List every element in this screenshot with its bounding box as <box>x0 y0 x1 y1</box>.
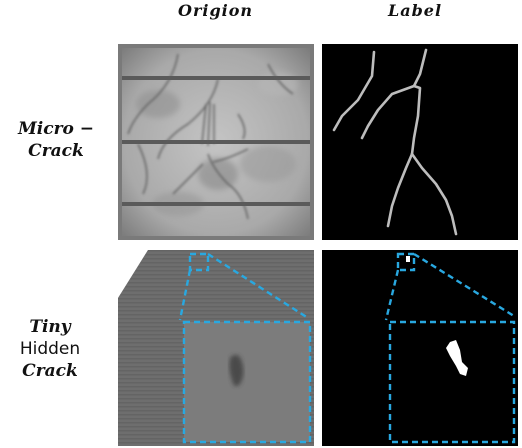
row-label-tiny-hidden-crack: Tiny Hidden Crack <box>0 316 100 382</box>
label-micro-crack-mask <box>322 44 518 240</box>
row-label-tiny-hidden-line3: Crack <box>22 361 78 381</box>
column-header-label: Label <box>388 1 443 20</box>
row-label-micro-crack: Micro − Crack <box>0 118 112 162</box>
column-header-origin: Origion <box>178 1 254 20</box>
origin-tiny-hidden-crack-image <box>118 250 314 446</box>
label-tiny-hidden-crack-mask <box>322 250 518 446</box>
row-label-tiny-hidden-line2: Hidden <box>19 339 81 359</box>
row-label-tiny-hidden-line1: Tiny <box>29 317 71 337</box>
origin-micro-crack-image <box>118 44 314 240</box>
row-label-micro-crack-line2: Crack <box>28 141 84 161</box>
row-label-micro-crack-line1: Micro − <box>17 119 95 139</box>
